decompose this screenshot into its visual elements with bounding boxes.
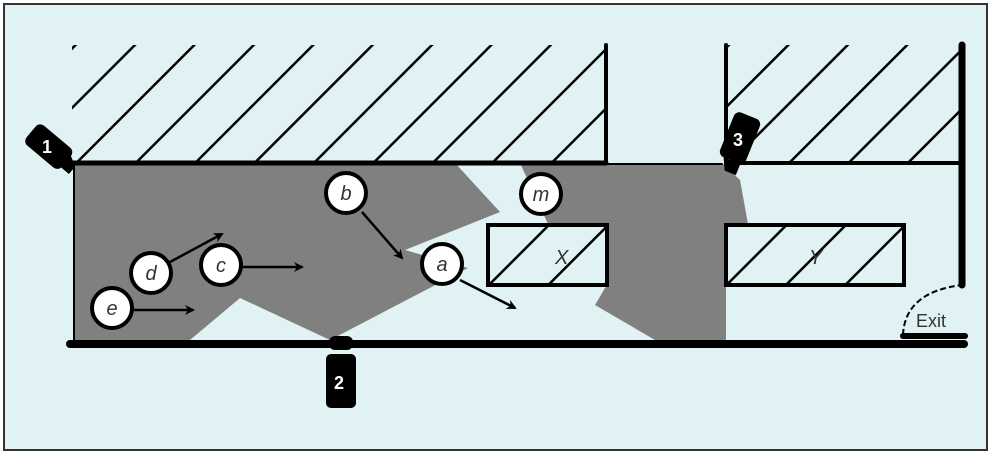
upper-left-room-hatch (72, 45, 606, 163)
camera-3-label: 3 (733, 130, 743, 150)
arrow-d (169, 232, 224, 264)
door-swing-arc (902, 284, 963, 336)
exit-label: Exit (916, 311, 946, 331)
object-b-label: b (340, 183, 351, 205)
upper-right-room-hatch (726, 45, 962, 163)
object-marker-e[interactable]: e (90, 286, 134, 330)
object-d-label: d (145, 263, 157, 285)
obstacle-x-label: X (554, 247, 569, 269)
camera-2[interactable]: 2 (326, 336, 356, 408)
camera-1-body (25, 124, 73, 169)
camera-2-label: 2 (334, 373, 344, 393)
object-marker-d[interactable]: d (129, 251, 173, 295)
camera-3-body (719, 112, 761, 164)
arrow-a (459, 278, 517, 310)
camera-2-body (326, 354, 356, 408)
object-marker-m[interactable]: m (519, 172, 563, 216)
coverage-area (74, 163, 748, 340)
object-marker-c[interactable]: c (199, 243, 243, 287)
camera-1[interactable]: 1 (23, 122, 83, 178)
object-e-label: e (106, 298, 117, 320)
object-marker-b[interactable]: b (324, 171, 368, 215)
exit-door[interactable]: Exit (900, 284, 968, 339)
camera-1-lens (59, 154, 76, 174)
camera-3[interactable]: 3 (714, 111, 762, 177)
object-marker-a[interactable]: a (420, 242, 464, 286)
camera-1-label: 1 (42, 137, 52, 157)
object-m-label: m (533, 184, 550, 206)
obstacle-y-label: Y (809, 247, 824, 269)
object-c-label: c (216, 255, 226, 277)
camera-2-mount (329, 336, 353, 350)
camera-3-lens (723, 157, 741, 176)
object-a-label: a (436, 254, 447, 276)
movement-arrows (132, 211, 517, 315)
obstacle-x: X (486, 223, 609, 287)
arrow-b (361, 211, 404, 260)
obstacle-y: Y (724, 223, 906, 287)
